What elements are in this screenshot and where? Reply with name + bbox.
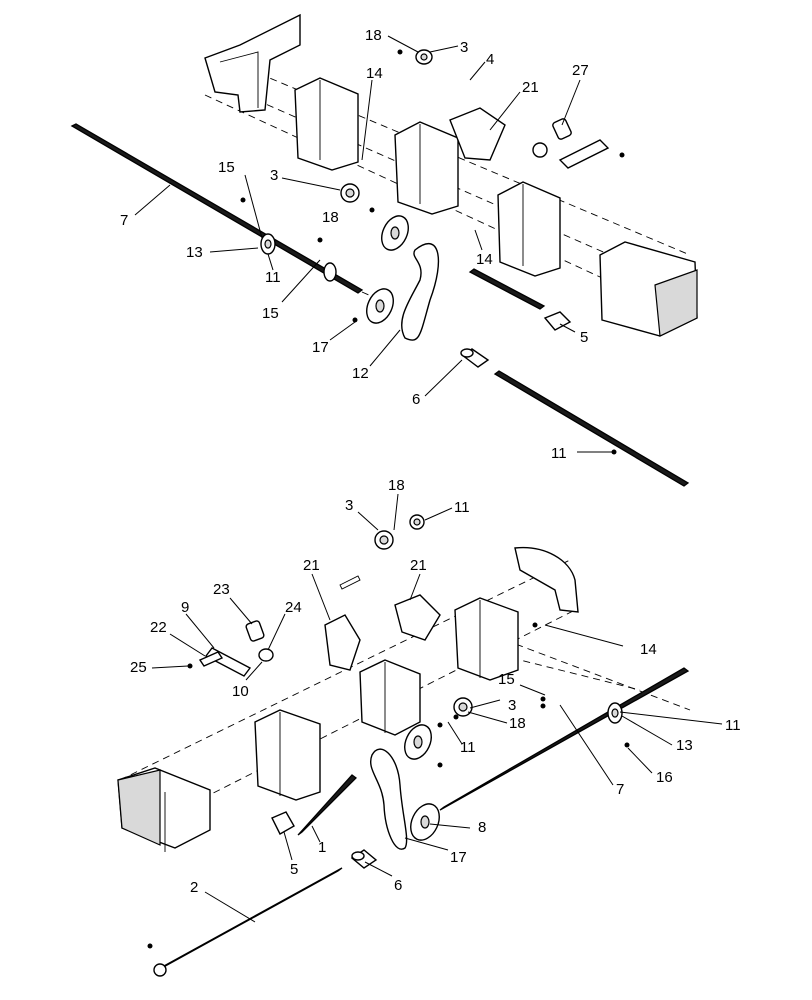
lower-sprocket-8 [410,803,440,841]
callout-11: 11 [551,445,567,462]
lower-bolt-top [339,575,361,590]
lower-drive-chain [370,748,408,850]
upper-jack-shaft [468,268,546,310]
upper-assembly: 18 3 4 21 27 14 15 3 7 18 13 11 14 15 17… [70,13,698,487]
callout-9: 9 [181,599,189,616]
callout-18: 18 [365,27,382,44]
callout-14: 14 [366,65,383,82]
lower-bearing-top-11 [409,514,425,530]
lower-end-cover [514,546,579,613]
callout-3: 3 [345,497,353,514]
callout-18: 18 [388,477,405,494]
lower-bearing-13 [607,702,630,748]
callout-15: 15 [218,159,235,176]
callout-11: 11 [265,269,281,286]
lower-bracket-21a [324,614,361,671]
upper-row-unit-4 [497,181,561,277]
callout-17: 17 [312,339,329,356]
callout-1: 1 [318,839,326,856]
callout-15: 15 [498,671,515,688]
lower-bracket-21b [394,594,441,641]
upper-tensioner-27 [532,118,625,169]
upper-row-unit-1 [204,13,301,113]
upper-leader-lines [134,35,612,453]
callout-8: 8 [478,819,486,836]
callout-18: 18 [509,715,526,732]
lower-assembly: 3 18 11 21 21 23 9 24 22 25 10 14 15 3 1… [117,477,741,977]
lower-output-shaft [147,867,343,977]
upper-coupler [460,348,490,368]
callout-7: 7 [616,781,624,798]
callout-17: 17 [450,849,467,866]
upper-row-unit-3 [394,121,459,215]
upper-hardware [240,49,617,455]
callout-5: 5 [290,861,298,878]
upper-sprocket-top [381,215,409,251]
callout-23: 23 [213,581,230,598]
callout-4: 4 [486,51,494,68]
lower-coupler [350,849,378,869]
callout-10: 10 [232,683,249,700]
upper-sprocket-bottom [366,288,394,324]
callout-3: 3 [270,167,278,184]
callout-14: 14 [640,641,657,658]
lower-row-unit-4 [454,597,519,681]
callout-14: 14 [476,251,493,268]
lower-sprocket-top [404,724,432,760]
upper-bearing-top-3 [415,49,433,65]
lower-row-unit-3 [359,659,421,736]
upper-bearing-13 [260,233,276,255]
upper-idler-5 [543,311,572,331]
callout-21: 21 [522,79,539,96]
lower-hardware [437,622,546,768]
upper-callouts: 18 3 4 21 27 14 15 3 7 18 13 11 14 15 17… [120,27,589,462]
callout-3: 3 [508,697,516,714]
callout-11: 11 [725,717,741,734]
callout-3: 3 [460,39,468,56]
callout-5: 5 [580,329,588,346]
callout-22: 22 [150,619,167,636]
lower-bearing-3 [453,697,473,717]
callout-6: 6 [394,877,402,894]
upper-row-unit-2 [294,77,359,171]
lower-bearing-top-3 [374,530,394,550]
callout-2: 2 [190,879,198,896]
upper-bearing-mid [323,262,337,282]
upper-bearing-3 [340,183,360,203]
lower-row-unit-2 [254,709,321,801]
lower-row-unit-1 [117,767,211,852]
callout-13: 13 [676,737,693,754]
callout-16: 16 [656,769,673,786]
upper-output-shaft [493,370,690,487]
callout-18: 18 [322,209,339,226]
upper-bracket-21 [449,107,506,161]
lower-drive-shaft [439,667,690,811]
lower-leader-lines [151,493,723,923]
upper-row-unit-5 [599,241,698,337]
callout-24: 24 [285,599,302,616]
lower-callouts: 3 18 11 21 21 23 9 24 22 25 10 14 15 3 1… [130,477,741,896]
callout-21: 21 [303,557,320,574]
callout-21: 21 [410,557,427,574]
lower-jack-shaft [297,774,357,836]
callout-11: 11 [454,499,470,516]
callout-13: 13 [186,244,203,261]
callout-11: 11 [460,739,476,756]
callout-7: 7 [120,212,128,229]
callout-15: 15 [262,305,279,322]
upper-drive-chain [401,243,440,341]
lower-tensioner [187,620,274,677]
callout-25: 25 [130,659,147,676]
lower-idler-5 [271,811,295,835]
callout-12: 12 [352,365,369,382]
callout-27: 27 [572,62,589,79]
callout-6: 6 [412,391,420,408]
